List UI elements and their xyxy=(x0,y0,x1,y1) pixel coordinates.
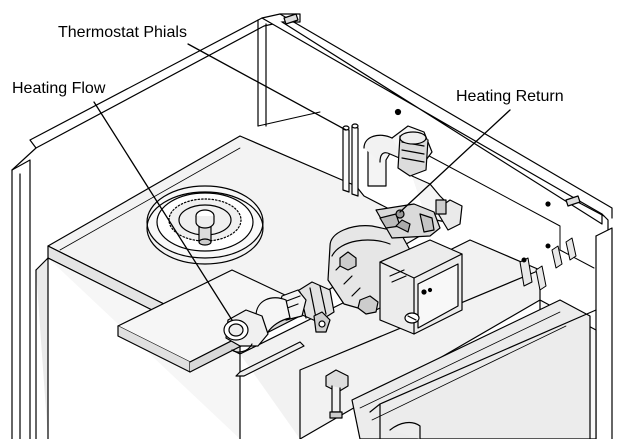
drain-sensor xyxy=(325,369,349,419)
right-connectors xyxy=(519,237,577,291)
cabinet-frame xyxy=(11,13,613,439)
expansion-vessel xyxy=(146,185,264,265)
label-heating-return: Heating Return xyxy=(456,88,564,105)
callout-leaders xyxy=(93,43,511,321)
circulating-pump xyxy=(327,203,463,335)
leader-heating-flow xyxy=(93,101,233,321)
leader-thermostat-phials xyxy=(187,43,347,131)
label-thermostat-phials: Thermostat Phials xyxy=(58,24,187,41)
label-heating-flow: Heating Flow xyxy=(12,80,106,97)
flow-pipework xyxy=(223,281,335,353)
back-wall xyxy=(257,111,595,269)
return-pipework xyxy=(363,125,463,231)
front-lower-panel xyxy=(369,309,597,439)
leader-heating-return xyxy=(399,109,511,213)
thermostat-phials xyxy=(342,123,359,197)
